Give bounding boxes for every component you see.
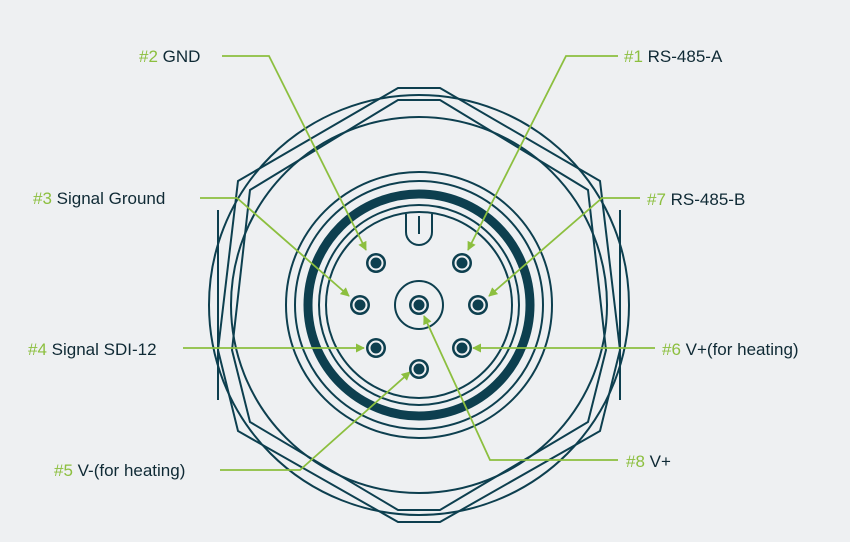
leader-pin-7: [488, 197, 640, 297]
pin-3-contact: [350, 295, 370, 315]
pin-5-label: #5 V-(for heating): [54, 461, 185, 480]
pin-6-label: #6 V+(for heating): [662, 340, 799, 359]
connector-rings: [208, 94, 630, 516]
pin-6-contact: [452, 338, 472, 358]
pin-contacts: [350, 253, 488, 379]
pin-1-contact: [452, 253, 472, 273]
leader-pin-5: [220, 371, 411, 471]
leader-pin-2: [222, 55, 367, 251]
pin-4-label: #4 Signal SDI-12: [28, 340, 157, 359]
pin-8-label: #8 V+: [626, 452, 671, 471]
pin-7-contact: [468, 295, 488, 315]
pin-2-label: #2 GND: [139, 47, 200, 66]
leader-pin-3: [200, 197, 350, 297]
pin-7-label: #7 RS-485-B: [647, 190, 745, 209]
key-notch: [405, 214, 433, 246]
leader-lines: [183, 55, 655, 471]
leader-pin-1: [467, 55, 618, 251]
pin-4-contact: [366, 338, 386, 358]
pin-5-contact: [409, 359, 429, 379]
leader-pin-8: [423, 315, 618, 461]
center-boss: [394, 280, 444, 330]
pin-8-contact: [409, 295, 429, 315]
pin-1-label: #1 RS-485-A: [624, 47, 723, 66]
pin-2-contact: [366, 253, 386, 273]
pin-3-label: #3 Signal Ground: [33, 189, 165, 208]
